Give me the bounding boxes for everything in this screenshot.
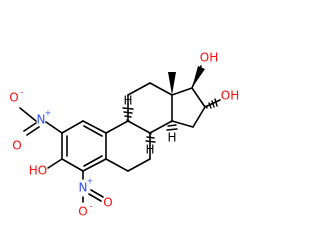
bond	[171, 120, 194, 128]
wedge-bond	[192, 66, 205, 88]
oxygen-atom-label: O	[78, 205, 87, 219]
hydrogen-atom-label: H	[123, 94, 132, 108]
bond	[19, 107, 37, 122]
bond	[171, 87, 193, 96]
oxygen-atom-label: O	[12, 139, 21, 153]
wedge-bond	[168, 72, 176, 95]
bond	[82, 120, 107, 134]
charge-label: +	[87, 177, 94, 186]
bond	[47, 158, 63, 169]
bond	[191, 87, 206, 108]
oxygen-atom-label: O	[9, 91, 18, 105]
hydroxyl-atom-label: HO	[29, 164, 47, 178]
hashed-bond	[166, 120, 178, 131]
hydroxyl-atom-label: OH	[221, 89, 239, 103]
bond	[149, 120, 173, 134]
charge-label: -	[90, 202, 93, 211]
bond	[61, 120, 84, 134]
charge-label: -	[21, 88, 24, 97]
bond	[45, 121, 63, 134]
bond	[192, 106, 206, 128]
atom-labels: O - N + O HO N + O - O OH OH H H H	[9, 51, 239, 219]
bond	[127, 158, 151, 172]
stereo-bonds	[122, 66, 218, 143]
bond	[149, 82, 173, 96]
hydroxyl-atom-label: OH	[200, 51, 218, 65]
bond	[105, 158, 129, 172]
bond	[90, 189, 104, 198]
hashed-bond	[122, 107, 134, 122]
nitrogen-atom-label: N	[37, 113, 46, 127]
oxygen-atom-label: O	[103, 196, 112, 210]
hashed-bond	[145, 132, 156, 143]
bond	[88, 193, 102, 202]
bond	[83, 125, 103, 137]
bond	[26, 126, 40, 136]
hydrogen-atom-label: H	[167, 131, 176, 145]
hydrogen-atom-label: H	[145, 143, 154, 157]
bond	[127, 120, 151, 134]
bond	[83, 155, 103, 167]
bond	[61, 158, 84, 172]
bond	[127, 82, 151, 96]
bond	[105, 120, 129, 134]
bond-lines	[19, 65, 221, 203]
bond	[82, 158, 107, 172]
chemical-structure-diagram: O - N + O HO N + O - O OH OH H H H	[9, 51, 239, 219]
charge-label: +	[45, 109, 52, 118]
bond	[23, 122, 37, 132]
hashed-bond	[205, 98, 218, 109]
nitrogen-atom-label: N	[79, 181, 88, 195]
